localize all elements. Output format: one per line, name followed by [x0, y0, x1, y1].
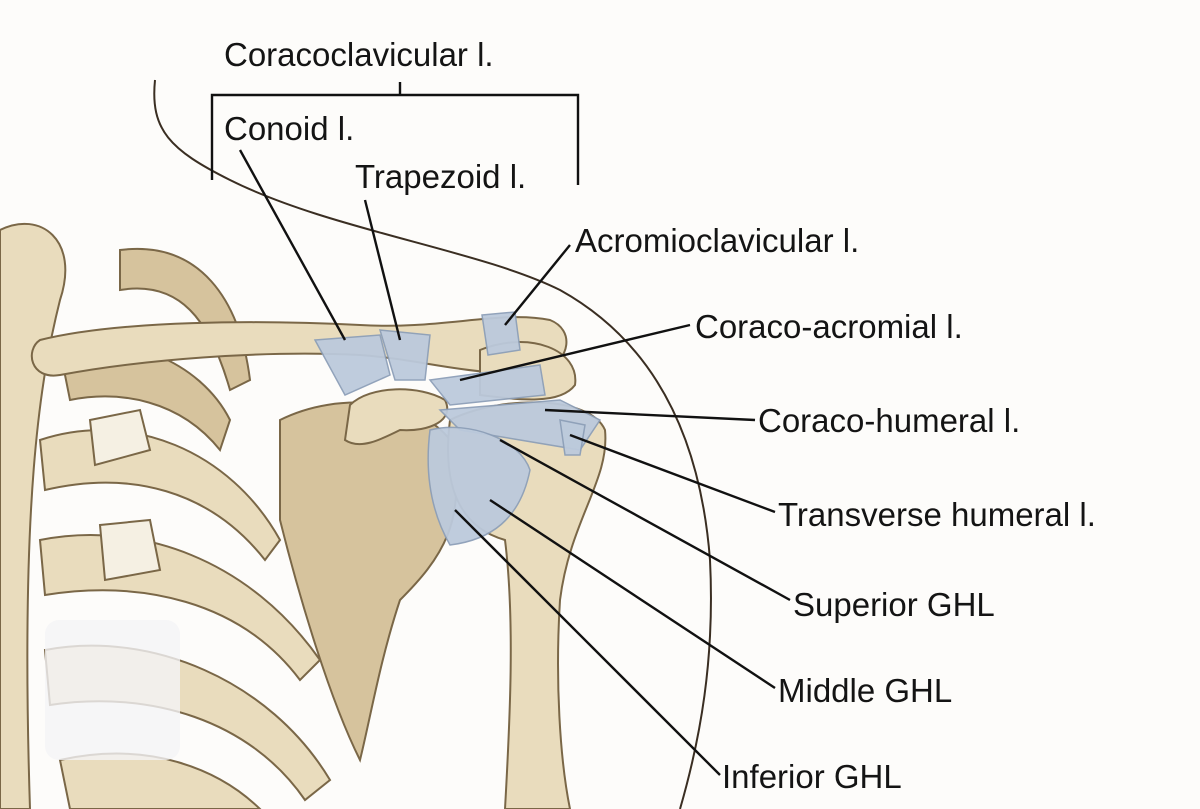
label-superior-ghl: Superior GHL	[793, 586, 995, 623]
coraco-acromial-leader	[459, 323, 691, 382]
acromioclavicular-leader	[504, 244, 571, 326]
ligaments	[313, 311, 602, 546]
inferior-ghl-leader	[454, 509, 721, 776]
middle-ghl-leader	[489, 498, 776, 690]
watermark-logo	[45, 620, 180, 760]
coracoid	[343, 388, 449, 446]
coraco-humeral-leader	[544, 408, 756, 422]
label-middle-ghl: Middle GHL	[778, 672, 952, 709]
label-transverse-humeral: Transverse humeral l.	[778, 496, 1096, 533]
transverse-humeral-leader	[569, 433, 776, 514]
label-coraco-humeral: Coraco-humeral l.	[758, 402, 1020, 439]
coracoclavicular-bracket	[210, 82, 580, 185]
trapezoid-leader	[363, 199, 402, 341]
label-acromioclavicular: Acromioclavicular l.	[575, 222, 859, 259]
label-conoid: Conoid l.	[224, 110, 354, 147]
label-coraco-acromial: Coraco-acromial l.	[695, 308, 963, 345]
label-coracoclavicular: Coracoclavicular l.	[224, 36, 494, 73]
label-trapezoid: Trapezoid l.	[355, 158, 526, 195]
conoid-leader	[238, 149, 347, 341]
label-inferior-ghl: Inferior GHL	[722, 758, 902, 795]
superior-ghl-leader	[499, 438, 791, 602]
